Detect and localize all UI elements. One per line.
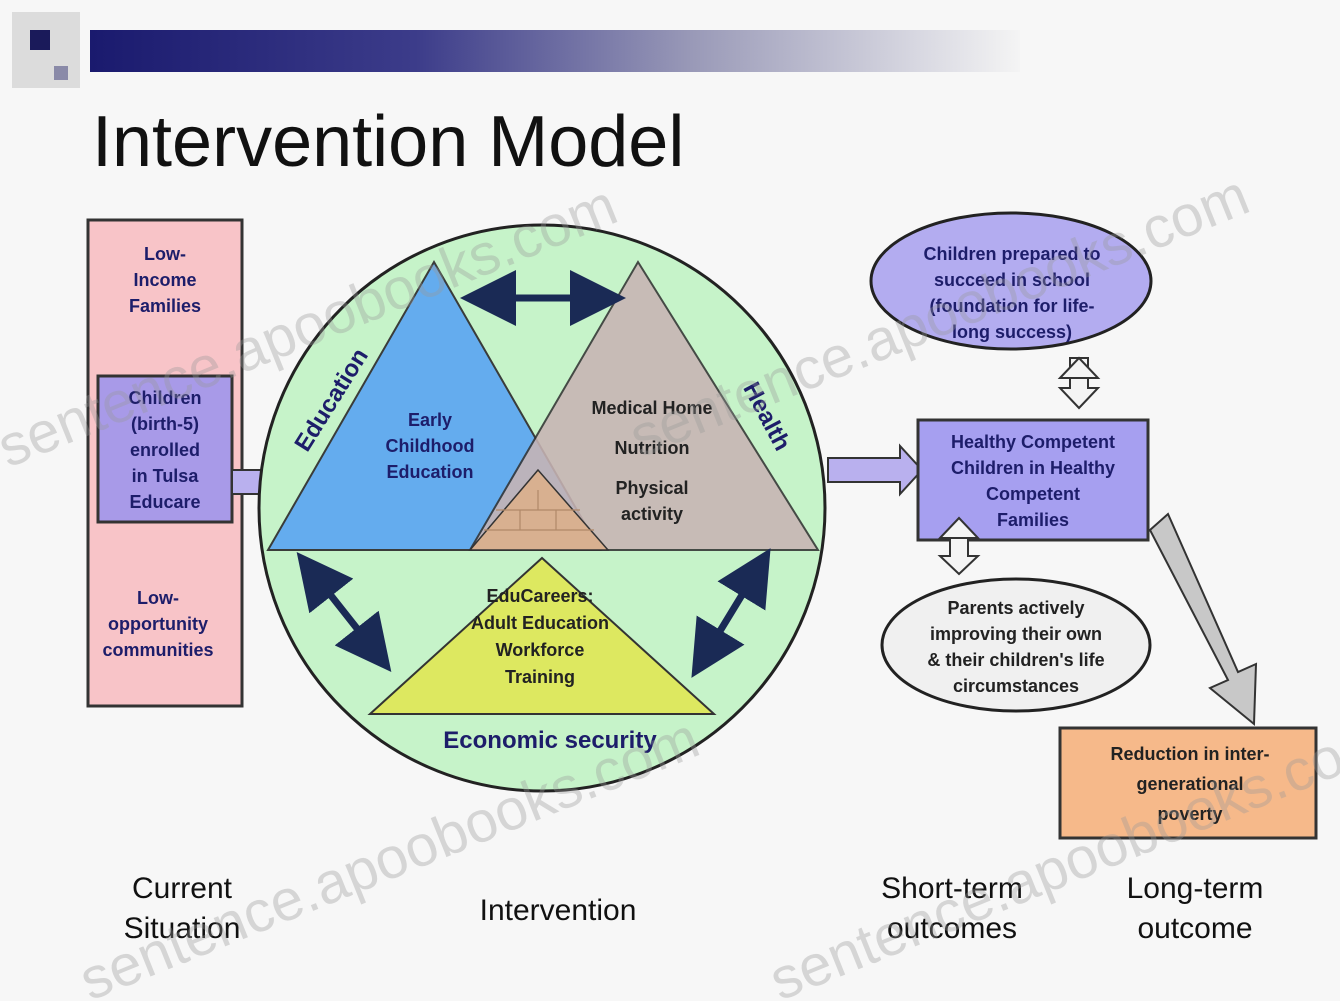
economic-security-label: Economic security bbox=[443, 727, 657, 754]
text-line: outcomes bbox=[887, 912, 1017, 945]
long-term-caption: Long-term outcome bbox=[1127, 872, 1264, 945]
text-line: Workforce bbox=[496, 640, 585, 660]
text-line: Children in Healthy bbox=[951, 458, 1115, 478]
text-line: poverty bbox=[1157, 804, 1222, 824]
reduction-label: Reduction in inter-generational poverty bbox=[1111, 744, 1270, 824]
text-line: (birth-5) bbox=[131, 414, 199, 434]
low-opportunity-communities-label: Low-opportunity communities bbox=[102, 588, 213, 660]
intervention-caption: Intervention bbox=[480, 894, 637, 927]
arrow-up-head-bottom bbox=[937, 516, 981, 539]
health-item: activity bbox=[621, 504, 683, 524]
economic-triangle bbox=[367, 556, 717, 715]
text-line: communities bbox=[102, 640, 213, 660]
text-line: Low- bbox=[137, 588, 179, 608]
long-term-outcome: Reduction in inter-generational poverty bbox=[1058, 726, 1318, 840]
text-line: Children prepared to bbox=[923, 244, 1100, 264]
health-triangle bbox=[468, 260, 820, 551]
text-line: in Tulsa bbox=[132, 466, 200, 486]
short-term-outcomes: Children prepared to succeed in school (fo… bbox=[869, 211, 1153, 713]
arrow-up-head bbox=[1057, 356, 1101, 379]
text-line: Situation bbox=[124, 912, 241, 945]
text-line: opportunity bbox=[108, 614, 208, 634]
health-item: Physical bbox=[615, 478, 688, 498]
text-line: Healthy Competent bbox=[951, 432, 1115, 452]
double-arrow-right bbox=[691, 548, 771, 678]
text-line: Adult Education bbox=[471, 613, 609, 633]
text-line: improving their own bbox=[930, 624, 1102, 644]
text-line: succeed in school bbox=[934, 270, 1090, 290]
text-line: Families bbox=[997, 510, 1069, 530]
children-enrolled-box bbox=[96, 374, 234, 524]
text-line: Low- bbox=[144, 244, 186, 264]
text-line: EduCareers: bbox=[486, 586, 593, 606]
arrow-to-outcomes bbox=[827, 443, 924, 497]
text-line: Short-term bbox=[881, 872, 1023, 905]
short-term-caption: Short-term outcomes bbox=[881, 872, 1023, 945]
text-line: Intervention bbox=[480, 894, 637, 927]
text-line: Families bbox=[129, 296, 201, 316]
text-line: (foundation for life- bbox=[930, 296, 1095, 316]
parents-improving-ellipse bbox=[880, 577, 1152, 713]
text-line: Parents actively bbox=[947, 598, 1084, 618]
intervention-circle: Education Health Economic security Early… bbox=[257, 223, 827, 793]
children-prepared-label: Children prepared to succeed in school (fo… bbox=[923, 244, 1100, 342]
header-decoration bbox=[12, 12, 1020, 88]
text-line: enrolled bbox=[130, 440, 200, 460]
text-line: Educare bbox=[129, 492, 200, 512]
text-line: Current bbox=[132, 872, 233, 905]
text-line: Education bbox=[386, 462, 473, 482]
text-line: Children bbox=[128, 388, 201, 408]
text-line: long success) bbox=[952, 322, 1072, 342]
text-line: Early bbox=[408, 410, 452, 430]
arrow-updown-top bbox=[1057, 357, 1101, 410]
text-line: Childhood bbox=[386, 436, 475, 456]
text-line: Long-term bbox=[1127, 872, 1264, 905]
text-line: outcome bbox=[1137, 912, 1252, 945]
reduction-box bbox=[1058, 726, 1318, 840]
watermark: sentence.apoobooks.com bbox=[71, 705, 708, 1001]
text-line: Competent bbox=[986, 484, 1080, 504]
text-line: & their children's life bbox=[927, 650, 1104, 670]
health-item: Medical Home bbox=[591, 398, 712, 418]
text-line: Reduction in inter- bbox=[1111, 744, 1270, 764]
text-line: Training bbox=[505, 667, 575, 687]
text-line: generational bbox=[1136, 774, 1243, 794]
text-line: circumstances bbox=[953, 676, 1079, 696]
health-item: Nutrition bbox=[615, 438, 690, 458]
text-line: Income bbox=[133, 270, 196, 290]
arrow-to-long-term bbox=[1148, 512, 1258, 727]
children-prepared-ellipse bbox=[869, 211, 1153, 351]
double-arrow-left bbox=[296, 552, 392, 672]
page-title: Intervention Model bbox=[92, 102, 684, 182]
parents-improving-label: Parents actively improving their own & the… bbox=[927, 598, 1104, 696]
